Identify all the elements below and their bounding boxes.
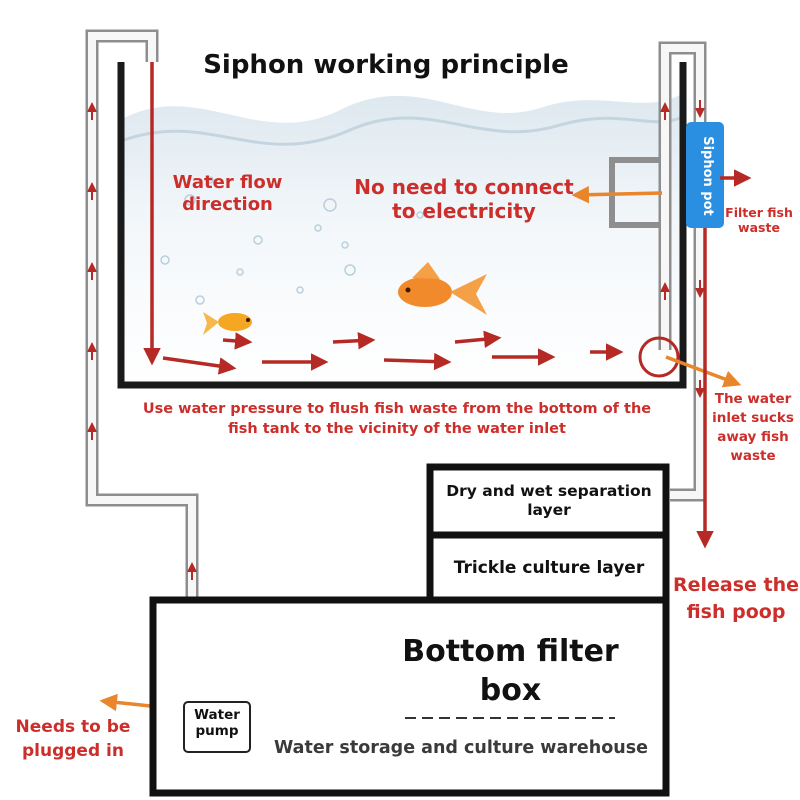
storage-label: Water storage and culture warehouse (273, 738, 648, 758)
siphon-pot-label: Siphon pot (700, 136, 715, 216)
bottom-flow-arrows (162, 330, 624, 375)
siphon-pot (686, 122, 724, 228)
air-bubbles (160, 176, 424, 305)
diagram-title: Siphon working principle (203, 50, 569, 80)
goldfish-large (398, 262, 487, 315)
water-surface (124, 95, 680, 382)
goldfish-small (203, 312, 252, 335)
fish-tank (117, 62, 687, 389)
trickle-layer-label: Trickle culture layer (453, 558, 645, 578)
water-pressure-label: Use water pressure to flush fish waste f… (142, 401, 652, 437)
pipe-flow-arrows (87, 100, 705, 660)
water-pump-box (183, 701, 251, 753)
water-inlet-circle (638, 336, 680, 378)
inlet-callout-arrow (665, 355, 742, 388)
dry-wet-layer-box (426, 463, 670, 539)
water-wave-highlight (123, 116, 681, 146)
trickle-layer-box (426, 531, 670, 604)
bottom-filter-box (149, 596, 670, 797)
no-electricity-arrow (571, 185, 663, 204)
